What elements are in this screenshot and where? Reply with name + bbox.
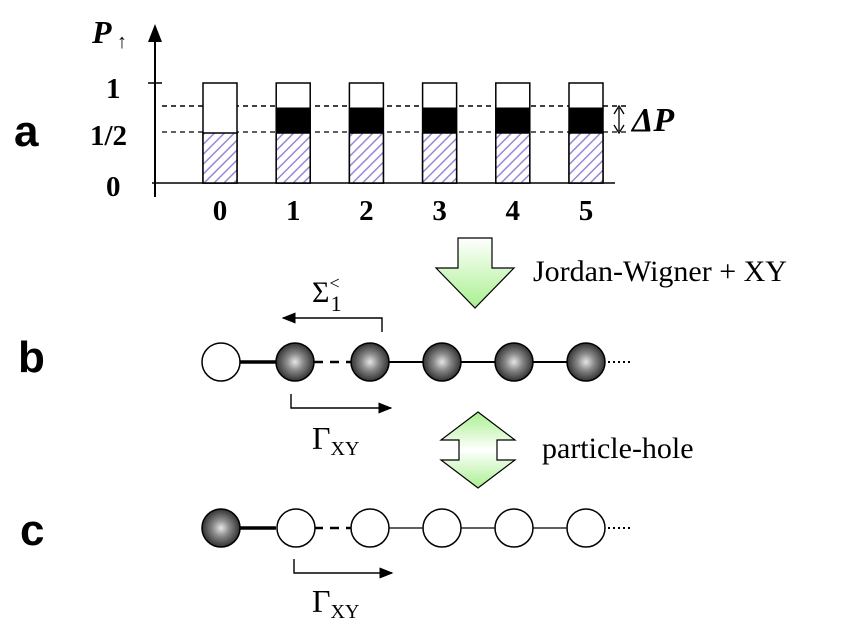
- y-axis-label-arrow: ↑: [117, 31, 127, 53]
- x-tick-label-3: 3: [432, 195, 447, 227]
- occupation-chart: P ↑ 1 1/2 0 0 1 2 3 4 5 ΔP: [90, 14, 674, 227]
- gamma-label-b: ΓXY: [312, 420, 359, 460]
- chain-c-site-2: [350, 508, 390, 548]
- chain-b-site-2: [350, 342, 390, 382]
- sigma-label: Σ<1: [312, 273, 342, 316]
- y-tick-label-1: 1: [106, 73, 121, 105]
- gamma-subscript-c: XY: [331, 601, 360, 623]
- gamma-subscript-b: XY: [331, 438, 360, 460]
- gamma-symbol-b: Γ: [312, 420, 331, 456]
- jordan-wigner-arrow: [434, 237, 516, 309]
- chain-b-site-5: [566, 342, 606, 382]
- panel-label-c: c: [20, 506, 44, 555]
- y-tick-label-0: 0: [106, 171, 121, 203]
- gamma-arrow-b: [290, 394, 393, 414]
- bars-group: 0 1 2 3 4 5: [202, 82, 604, 227]
- x-tick-label-1: 1: [286, 195, 301, 227]
- bar-delta-site-1: [275, 107, 311, 134]
- bar-half-filling-site-4: [495, 132, 531, 184]
- sigma-symbol: Σ: [312, 276, 329, 309]
- gamma-arrow-c: [293, 559, 394, 579]
- gamma-label-c: ΓXY: [312, 583, 359, 623]
- gamma-symbol-c: Γ: [312, 583, 331, 619]
- chain-b-site-1: [275, 342, 315, 382]
- chain-c-site-0: [201, 508, 241, 548]
- chain-c-site-3: [422, 508, 462, 548]
- bar-delta-site-3: [422, 107, 458, 134]
- particle-hole-arrow: [439, 411, 517, 489]
- panel-label-a: a: [14, 107, 39, 156]
- chain-c-site-4: [494, 508, 534, 548]
- bar-half-filling-site-5: [568, 132, 604, 184]
- x-tick-label-0: 0: [213, 195, 228, 227]
- bar-half-filling-site-3: [421, 132, 458, 184]
- delta-arrow-down: [613, 124, 625, 135]
- jordan-wigner-label: Jordan-Wigner + XY: [533, 255, 787, 288]
- chain-b-site-3: [422, 342, 462, 382]
- particle-hole-label: particle-hole: [542, 432, 694, 465]
- bar-half-filling-site-2: [348, 132, 385, 184]
- chain-c: ΓXY: [201, 508, 633, 623]
- x-tick-label-2: 2: [359, 195, 374, 227]
- y-axis-arrowhead: [148, 24, 162, 42]
- bar-delta-site-5: [568, 107, 604, 134]
- sigma-superscript: <: [329, 273, 339, 293]
- chain-b-site-4: [494, 342, 534, 382]
- y-axis-label: P: [91, 14, 112, 50]
- bar-half-filling-site-0: [202, 132, 238, 184]
- chain-b: Σ<1 ΓXY: [201, 273, 633, 460]
- bar-delta-site-2: [348, 107, 384, 134]
- chain-c-site-5: [566, 508, 606, 548]
- panel-label-b: b: [18, 333, 45, 382]
- delta-arrow-up: [613, 104, 625, 115]
- bar-delta-site-4: [495, 107, 531, 134]
- sigma-subscript: 1: [331, 291, 342, 316]
- sigma-arrow: [281, 312, 383, 332]
- x-tick-label-5: 5: [579, 195, 594, 227]
- chain-c-site-1: [276, 508, 316, 548]
- bar-half-filling-site-1: [275, 132, 311, 184]
- delta-p-label: ΔP: [630, 102, 674, 139]
- x-tick-label-4: 4: [506, 195, 521, 227]
- chain-b-site-0: [201, 342, 241, 382]
- y-tick-label-half: 1/2: [90, 120, 127, 152]
